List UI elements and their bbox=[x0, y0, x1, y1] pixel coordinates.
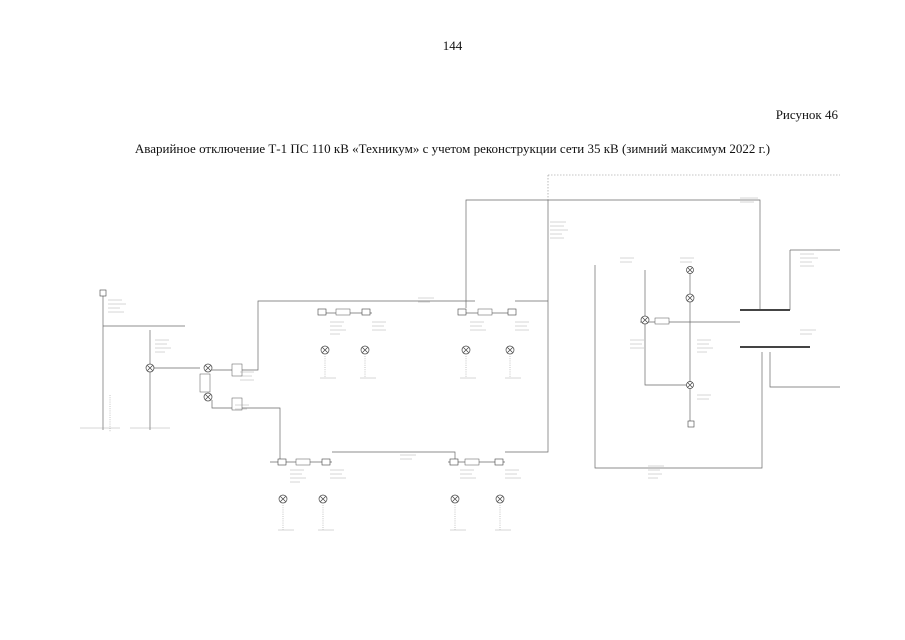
breaker-symbols bbox=[199, 308, 670, 466]
transformer-icon bbox=[278, 494, 288, 504]
bus-bars bbox=[740, 309, 810, 348]
transformer-icon bbox=[203, 363, 213, 373]
transformer-icon bbox=[505, 345, 515, 355]
figure-caption: Аварийное отключение Т-1 ПС 110 кВ «Техн… bbox=[134, 141, 771, 156]
feeder-drops bbox=[109, 356, 511, 530]
transformer-icon bbox=[360, 345, 370, 355]
transformer-icon bbox=[685, 293, 695, 303]
connection-lines bbox=[102, 199, 840, 469]
page-number: 144 bbox=[442, 38, 463, 53]
line-right-t2 bbox=[644, 270, 690, 386]
transformer-icon bbox=[203, 392, 213, 402]
line-center-down bbox=[211, 400, 281, 462]
bus-nodes bbox=[99, 289, 695, 466]
transformer-icon bbox=[461, 345, 471, 355]
transformer-icon bbox=[318, 494, 328, 504]
transformer-icon bbox=[686, 266, 694, 274]
transformer-icon bbox=[495, 494, 505, 504]
line-right-feed bbox=[769, 352, 840, 388]
dashed-boundary bbox=[547, 174, 840, 200]
line-lower-mid bbox=[332, 451, 456, 462]
transformer-icon bbox=[640, 315, 650, 325]
transformer-icon bbox=[686, 381, 694, 389]
figure-label: Рисунок 46 bbox=[775, 107, 838, 122]
transformer-icon bbox=[320, 345, 330, 355]
line-upper-to-top bbox=[465, 199, 761, 308]
transformer-symbols bbox=[145, 266, 695, 504]
transformer-icon bbox=[145, 363, 155, 373]
annotation-marks bbox=[80, 197, 818, 531]
transformer-icon bbox=[450, 494, 460, 504]
line-right-return bbox=[594, 265, 763, 469]
line-lower-up bbox=[505, 200, 549, 453]
